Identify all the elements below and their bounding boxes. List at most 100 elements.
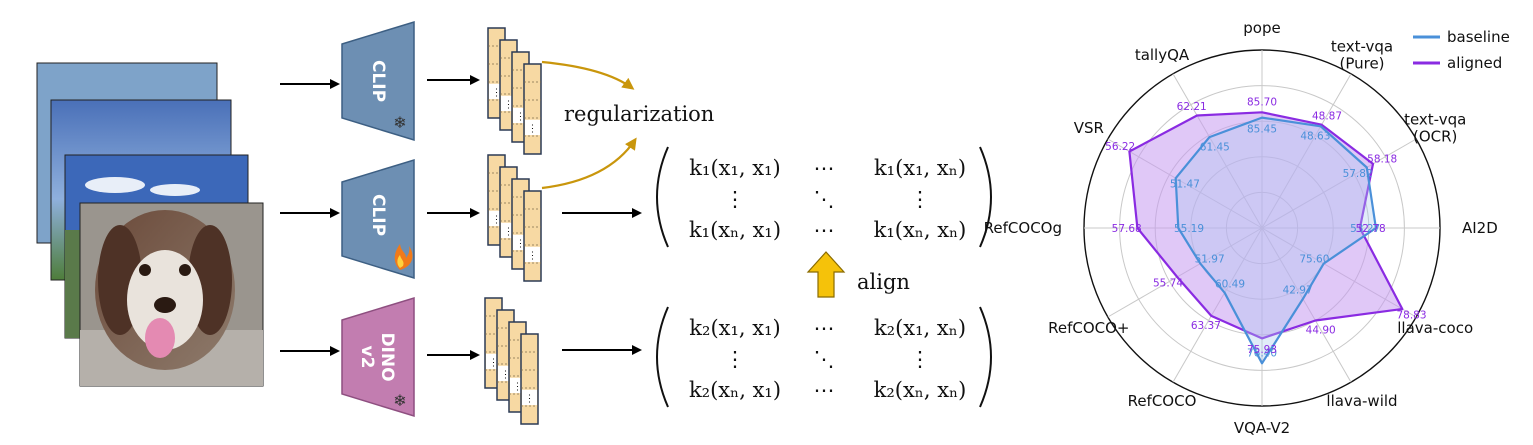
radar-value-label: 53.27: [1350, 223, 1380, 235]
radar-value-label: 48.87: [1312, 111, 1342, 123]
k2-vdots-right: ⋮: [910, 347, 931, 371]
svg-text:⋮: ⋮: [528, 251, 538, 262]
k1-top-middle: ⋯: [814, 156, 835, 180]
radar-value-label: 75.60: [1299, 253, 1329, 265]
radar-axis-label: VQA-V2: [1234, 419, 1290, 437]
radar-axis-label: tallyQA: [1135, 46, 1190, 64]
dino-label-line1: DINO: [377, 332, 397, 381]
radar-axis-label: RefCOCOg: [984, 219, 1062, 237]
radar-value-label: 75.93: [1247, 344, 1277, 356]
legend-label-aligned: aligned: [1447, 54, 1502, 72]
dog-image: [79, 202, 264, 387]
svg-text:⋮: ⋮: [516, 112, 526, 123]
snowflake-icon: ❄: [393, 391, 406, 410]
svg-text:⋮: ⋮: [489, 358, 499, 369]
radar-value-label: 57.82: [1343, 168, 1373, 180]
radar-value-label: 55.74: [1153, 277, 1183, 289]
radar-value-label: 60.49: [1215, 279, 1245, 291]
radar-series-baseline: [1174, 116, 1378, 365]
feature-to-matrix-arrows: [562, 208, 642, 355]
radar-value-label: 51.97: [1195, 253, 1225, 265]
svg-text:⋮: ⋮: [516, 239, 526, 250]
radar-value-label: 56.22: [1105, 141, 1135, 153]
svg-text:⋮: ⋮: [492, 88, 502, 99]
radar-value-label: 55.19: [1174, 223, 1204, 235]
image-to-encoder-arrows: [280, 79, 340, 356]
radar-value-label: 85.45: [1247, 123, 1277, 135]
radar-axis-label: RefCOCO: [1128, 392, 1197, 410]
radar-axis-label: AI2D: [1462, 219, 1498, 237]
dino-encoder: DINO v2 ❄: [341, 296, 415, 418]
k1-top-left: k₁(x₁, x₁): [689, 156, 780, 180]
k1-ddots: ⋱: [814, 187, 835, 211]
radar-value-label: 44.90: [1306, 325, 1336, 337]
k2-ddots: ⋱: [814, 347, 835, 371]
feature-stacks: ⋮⋮⋮⋮⋮⋮⋮⋮⋮⋮⋮⋮: [484, 27, 542, 425]
k2-vdots-left: ⋮: [725, 347, 746, 371]
radar-value-label: 48.63: [1300, 131, 1330, 143]
k2-top-left: k₂(x₁, x₁): [689, 316, 780, 340]
feature-vector: ⋮: [520, 333, 539, 425]
feature-vector: ⋮: [523, 63, 542, 155]
radar-value-label: 57.68: [1112, 223, 1142, 235]
regularization-label: regularization: [564, 102, 714, 126]
encoder-to-feature-arrows: [427, 75, 480, 360]
radar-axis-label: VSR: [1074, 119, 1104, 137]
svg-text:⋮: ⋮: [492, 215, 502, 226]
input-image-stack: [36, 62, 264, 387]
kernel-matrix-k1: k₁(x₁, x₁) ⋯ k₁(x₁, xₙ) ⋮ ⋱ ⋮ k₁(xₙ, x₁)…: [656, 146, 992, 248]
radar-axis-label: pope: [1243, 19, 1280, 37]
k2-bottom-right: k₂(xₙ, xₙ): [874, 378, 967, 402]
radar-series-aligned: [1128, 111, 1404, 340]
radar-legend: baseline aligned: [1413, 28, 1510, 72]
radar-value-label: 78.83: [1396, 309, 1426, 321]
radar-axis-label: llava-wild: [1326, 392, 1397, 410]
radar-axis-label: text-vqa(Pure): [1331, 37, 1393, 72]
snowflake-icon: ❄: [393, 113, 406, 132]
align-label: align: [857, 270, 910, 294]
svg-text:⋮: ⋮: [525, 394, 535, 405]
radar-value-label: 42.97: [1283, 285, 1313, 297]
svg-text:⋮: ⋮: [528, 124, 538, 135]
radar-value-label: 76.40: [1247, 348, 1277, 360]
feature-stack: ⋮⋮⋮⋮: [484, 297, 539, 425]
radar-value-label: 62.21: [1177, 101, 1207, 113]
feature-vector: ⋮: [523, 190, 542, 282]
feature-stack: ⋮⋮⋮⋮: [487, 27, 542, 155]
kernel-matrix-k2: k₂(x₁, x₁) ⋯ k₂(x₁, xₙ) ⋮ ⋱ ⋮ k₂(xₙ, x₁)…: [656, 306, 992, 408]
k1-vdots-right: ⋮: [910, 187, 931, 211]
regularization-arrows: regularization: [541, 60, 714, 190]
clip-trainable-label: CLIP: [368, 194, 388, 236]
radar-value-label: 63.37: [1191, 320, 1221, 332]
clip-frozen-label: CLIP: [368, 60, 388, 102]
clip-frozen-encoder: CLIP ❄: [341, 20, 415, 142]
k2-top-right: k₂(x₁, xₙ): [874, 316, 966, 340]
k2-bottom-left: k₂(xₙ, x₁): [689, 378, 781, 402]
k1-bottom-right: k₁(xₙ, xₙ): [874, 218, 967, 242]
radar-axis-label: text-vqa(OCR): [1404, 111, 1466, 146]
legend-label-baseline: baseline: [1447, 28, 1510, 46]
align-arrow: align: [806, 251, 910, 298]
svg-text:⋮: ⋮: [504, 227, 514, 238]
k1-vdots-left: ⋮: [725, 187, 746, 211]
flame-icon: [394, 244, 413, 270]
svg-text:⋮: ⋮: [501, 370, 511, 381]
k2-top-middle: ⋯: [814, 316, 835, 340]
dino-label-line2: v2: [357, 346, 377, 369]
feature-stack: ⋮⋮⋮⋮: [487, 154, 542, 282]
clip-trainable-encoder: CLIP: [341, 158, 415, 280]
k1-top-right: k₁(x₁, xₙ): [874, 156, 966, 180]
radar-value-label: 51.47: [1170, 179, 1200, 191]
k1-bottom-left: k₁(xₙ, x₁): [689, 218, 781, 242]
radar-axis-label: RefCOCO+: [1048, 319, 1129, 337]
svg-text:⋮: ⋮: [504, 100, 514, 111]
radar-value-label: 52.78: [1356, 223, 1386, 235]
radar-value-label: 58.18: [1367, 154, 1397, 166]
radar-value-label: 85.70: [1247, 97, 1277, 109]
k2-bottom-middle: ⋯: [814, 378, 835, 402]
svg-text:⋮: ⋮: [513, 382, 523, 393]
radar-value-label: 61.45: [1200, 141, 1230, 153]
radar-chart: 85.45 48.63 57.82 53.27 75.60 42.97 76.40 60.49…: [984, 19, 1498, 437]
radar-axis-label: llava-coco: [1397, 319, 1473, 337]
